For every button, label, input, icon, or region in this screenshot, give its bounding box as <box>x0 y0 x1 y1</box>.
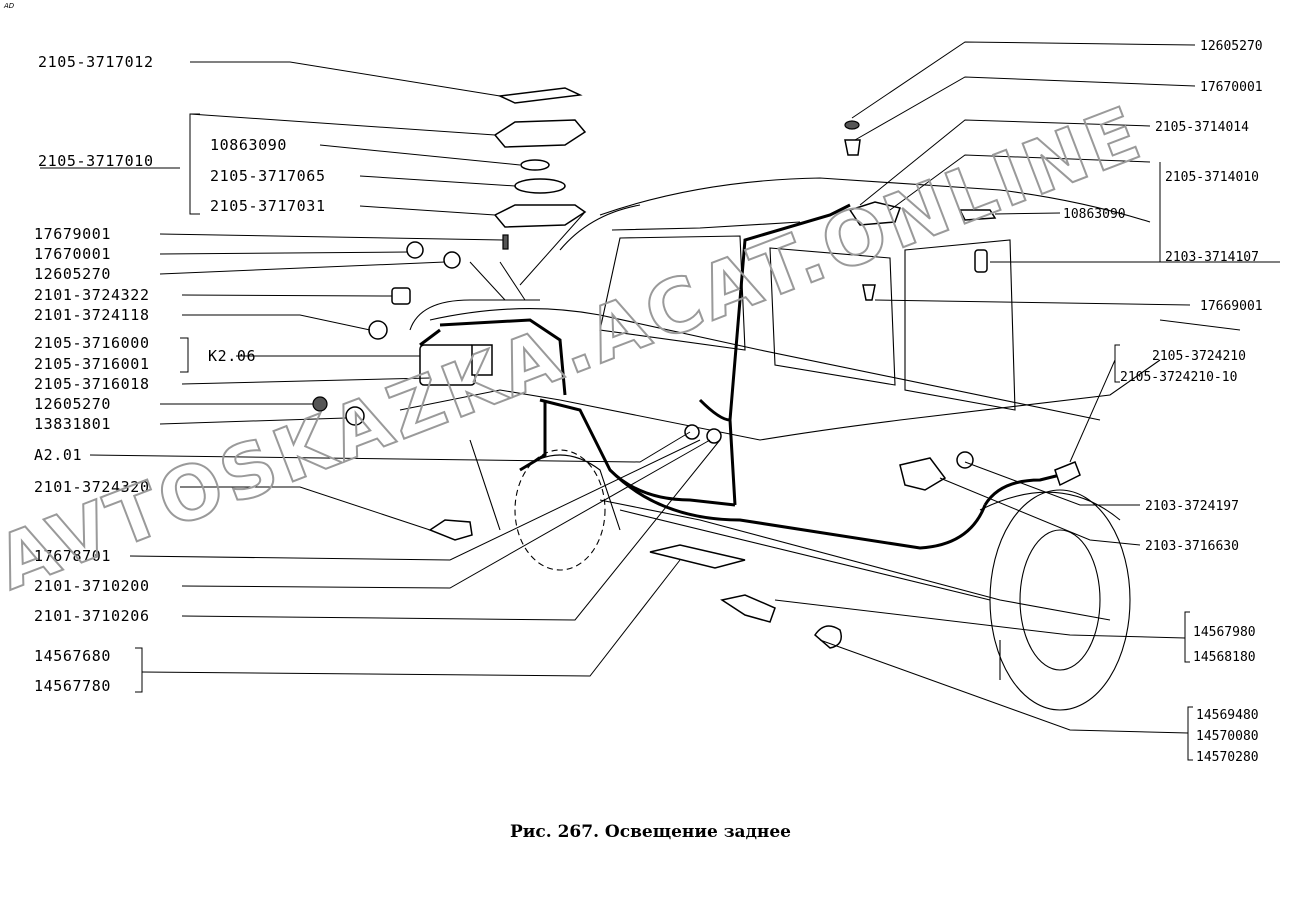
corner-mark: AD <box>4 2 15 10</box>
lamp-bulb-part <box>520 159 550 171</box>
plug-part <box>684 424 700 440</box>
label-a2-01: A2.01 <box>34 446 82 464</box>
label-2101-3710200: 2101-3710200 <box>34 577 150 595</box>
label-17670001-right: 17670001 <box>1200 80 1263 95</box>
label-12605270-left-2: 12605270 <box>34 395 111 413</box>
label-2105-3714014: 2105-3714014 <box>1155 120 1249 135</box>
label-17679001: 17679001 <box>34 225 111 243</box>
left-labels: 2105-3717012 2105-3717010 10863090 2105-… <box>34 53 326 695</box>
label-14567680: 14567680 <box>34 647 111 665</box>
car-body-outline <box>399 177 1241 711</box>
label-14568180: 14568180 <box>1193 650 1256 665</box>
label-2105-3716018: 2105-3716018 <box>34 375 150 393</box>
label-2105-3716000: 2105-3716000 <box>34 334 150 352</box>
lamp-gasket-part <box>497 87 583 104</box>
clip-part <box>391 287 411 305</box>
label-10863090-right: 10863090 <box>1063 207 1126 222</box>
label-12605270-right: 12605270 <box>1200 39 1263 54</box>
dome-screw-part <box>844 139 861 156</box>
clamp-part <box>814 625 842 649</box>
right-labels: 12605270 17670001 2105-3714014 2105-3714… <box>1063 39 1263 765</box>
label-k2-06: K2.06 <box>208 347 256 365</box>
label-14567980: 14567980 <box>1193 625 1256 640</box>
label-2105-3717012: 2105-3717012 <box>38 53 154 71</box>
rear-light-socket <box>471 344 493 376</box>
lamp-lens-part <box>493 204 587 228</box>
label-2101-3710206: 2101-3710206 <box>34 607 150 625</box>
plate-lamp-cap <box>956 451 974 469</box>
label-2105-3714010: 2105-3714010 <box>1165 170 1259 185</box>
lamp-seal-part <box>514 178 566 194</box>
label-2105-3724210-10: 2105-3724210-10 <box>1120 370 1237 385</box>
parts <box>312 87 1081 649</box>
door-switch-screw <box>862 284 876 301</box>
step-plate-right <box>720 594 776 623</box>
connector-part <box>428 519 473 541</box>
wiring-harness <box>419 203 1061 550</box>
label-10863090-left: 10863090 <box>210 136 287 154</box>
figure-caption: Рис. 267. Освещение заднее <box>510 822 791 842</box>
label-14567780: 14567780 <box>34 677 111 695</box>
label-2103-3724197: 2103-3724197 <box>1145 499 1239 514</box>
dome-nut-part <box>844 120 860 130</box>
label-2105-3717010: 2105-3717010 <box>38 152 154 170</box>
label-13831801: 13831801 <box>34 415 111 433</box>
label-2103-3714107: 2103-3714107 <box>1165 250 1259 265</box>
dome-bulb-part <box>958 209 997 221</box>
grommet-part <box>368 320 388 340</box>
label-17669001: 17669001 <box>1200 299 1263 314</box>
socket-part <box>406 241 424 259</box>
label-2105-3717031: 2105-3717031 <box>210 197 326 215</box>
label-14570080: 14570080 <box>1196 729 1259 744</box>
dome-light-part <box>848 201 901 226</box>
label-2103-3716630: 2103-3716630 <box>1145 539 1239 554</box>
watermark: AVTOSKAZKA.ACAT.ONLINE <box>0 90 1155 607</box>
plate-lamp-part <box>899 457 947 491</box>
leader-lines <box>40 41 1280 761</box>
trunk-switch-part <box>1054 461 1081 487</box>
label-14569480: 14569480 <box>1196 708 1259 723</box>
plug-part-2 <box>706 428 722 444</box>
label-17678701: 17678701 <box>34 547 111 565</box>
label-2101-3724322: 2101-3724322 <box>34 286 150 304</box>
lamp-body-part <box>493 119 587 148</box>
label-2105-3724210: 2105-3724210 <box>1152 349 1246 364</box>
label-2105-3717065: 2105-3717065 <box>210 167 326 185</box>
washer-part <box>443 251 461 269</box>
label-2101-3724320: 2101-3724320 <box>34 478 150 496</box>
label-12605270-left-1: 12605270 <box>34 265 111 283</box>
screw-part <box>502 234 509 250</box>
label-17670001-left: 17670001 <box>34 245 111 263</box>
label-2105-3716001: 2105-3716001 <box>34 355 150 373</box>
step-plate-left <box>649 544 746 569</box>
label-14570280: 14570280 <box>1196 750 1259 765</box>
cap-part <box>345 406 365 426</box>
switch-part <box>974 249 988 273</box>
label-2101-3724118: 2101-3724118 <box>34 306 150 324</box>
